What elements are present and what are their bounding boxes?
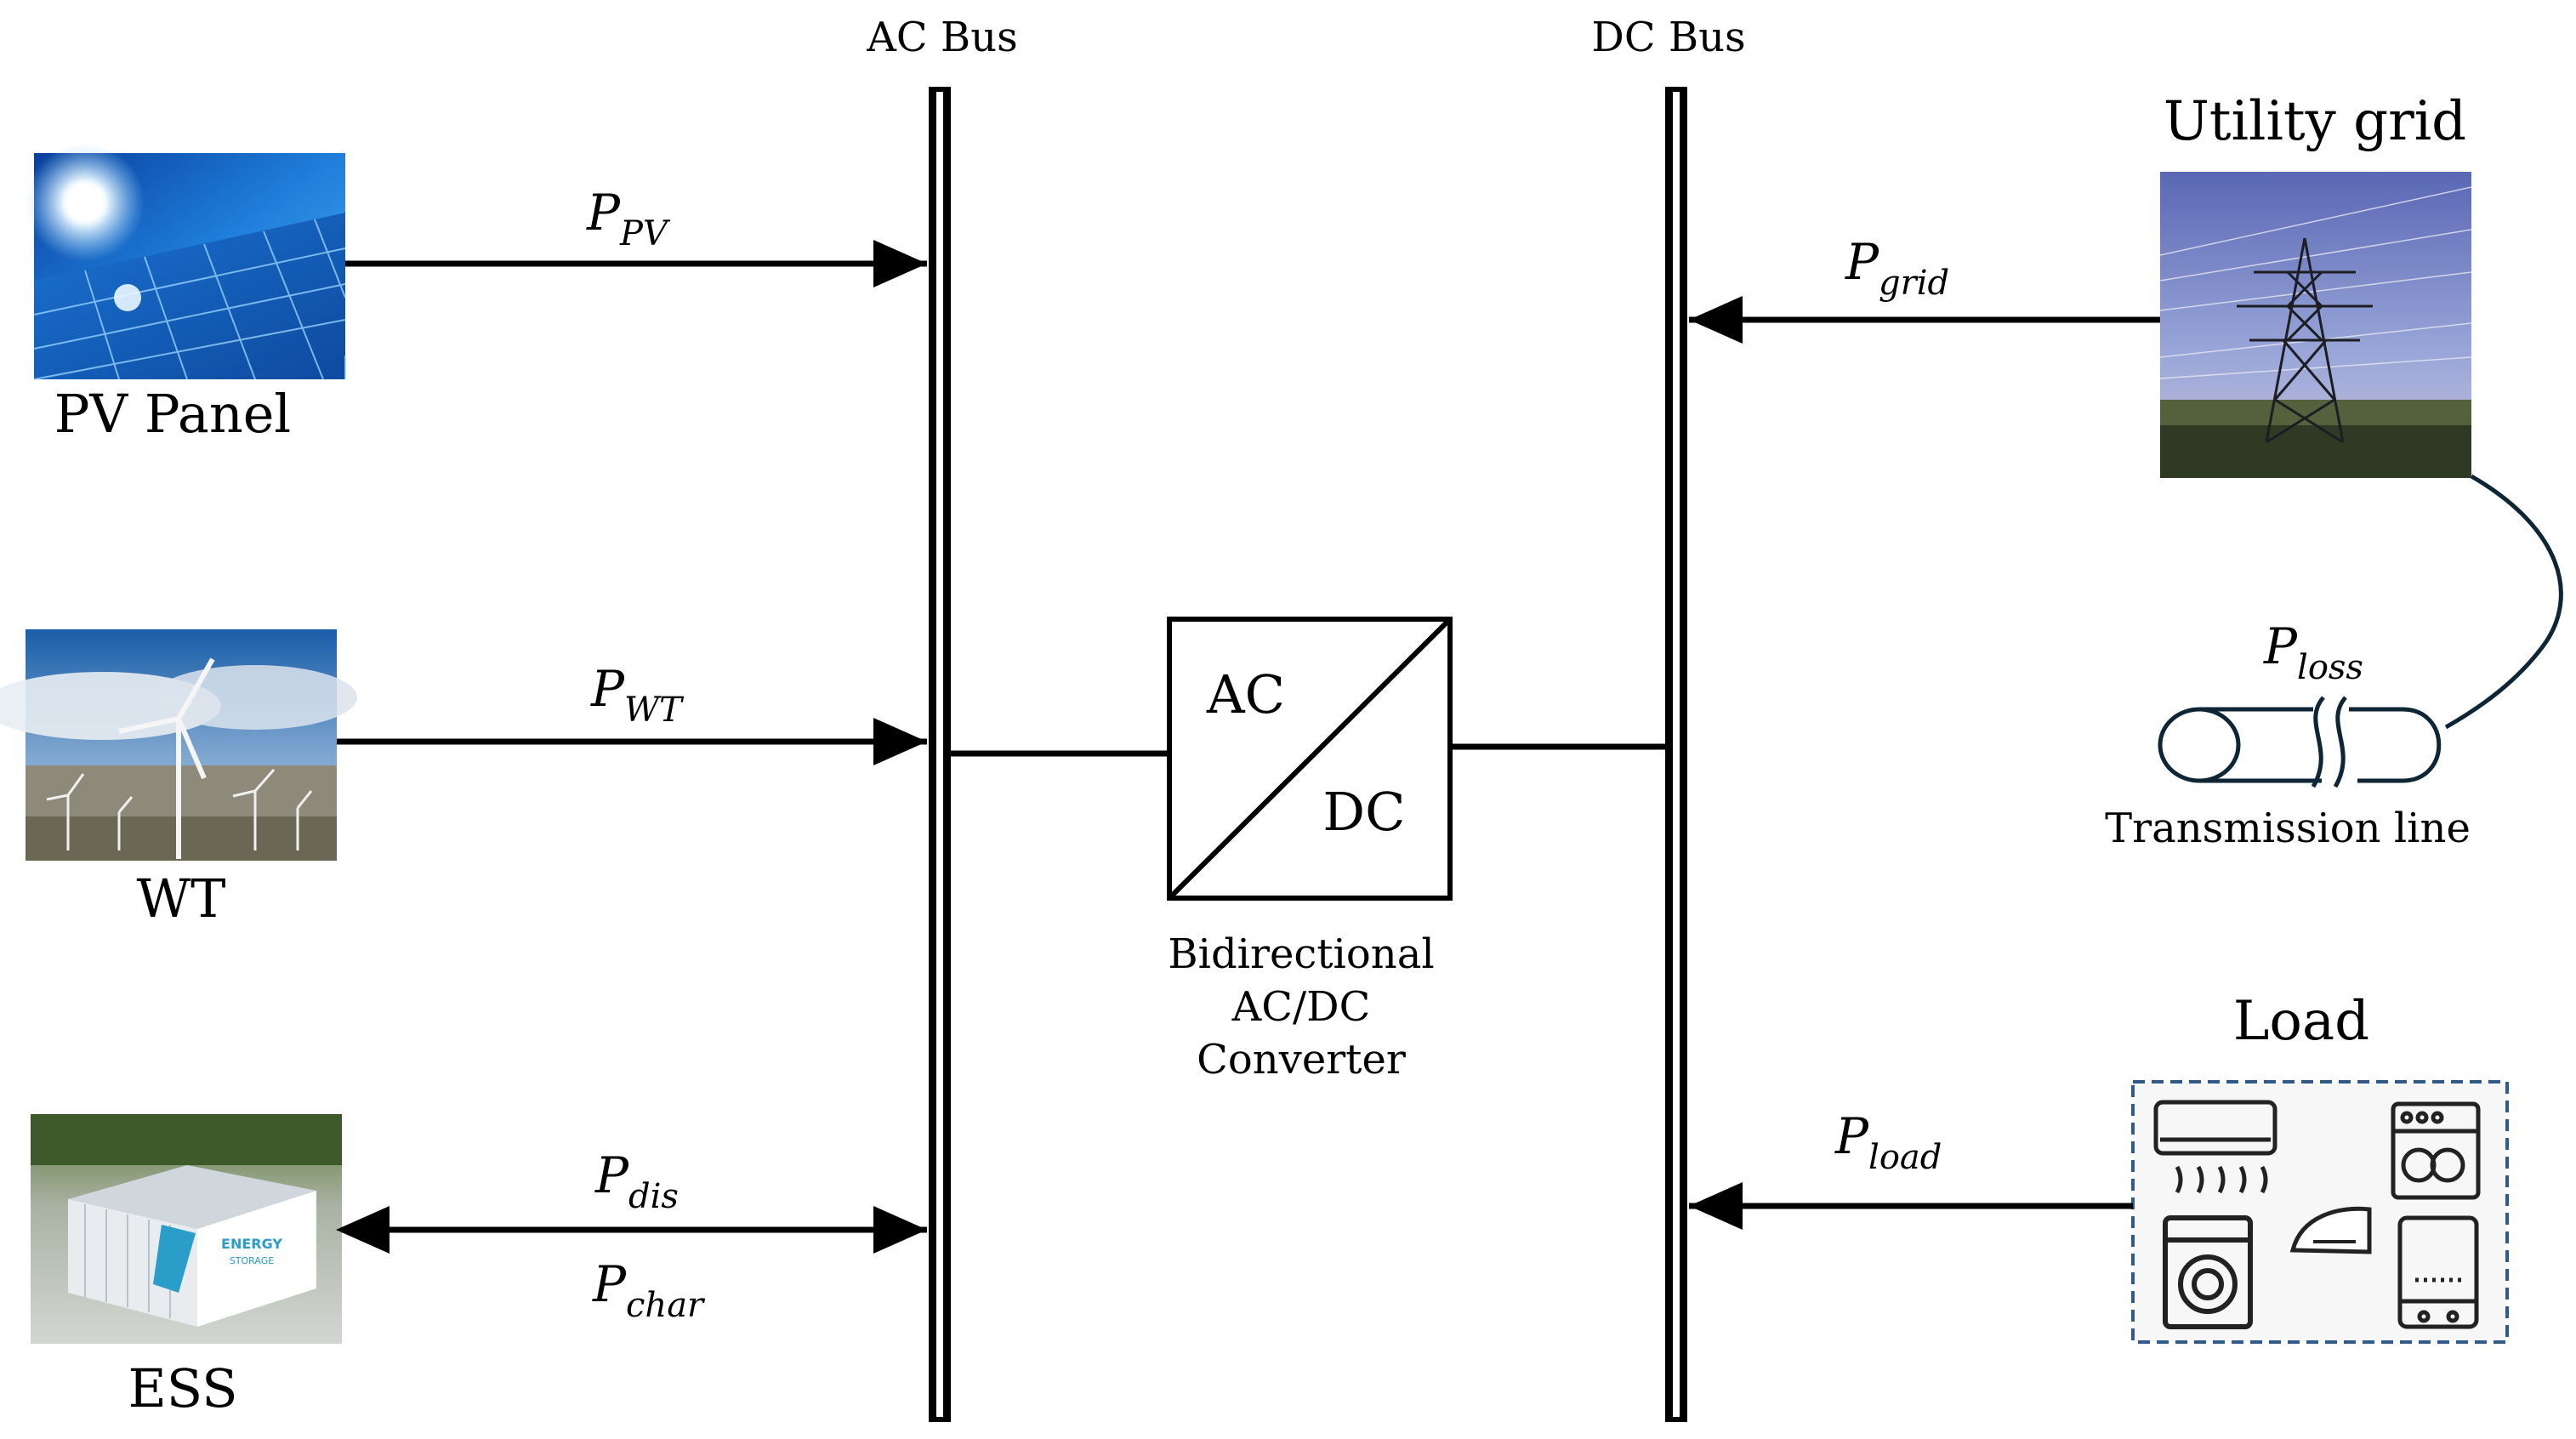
converter-caption-line1: Bidirectional — [1168, 930, 1434, 978]
pv-panel-label: PV Panel — [54, 383, 292, 445]
ess-charge-label: Pchar — [592, 1255, 706, 1325]
ess-discharge-label: Pdis — [594, 1146, 679, 1216]
converter-caption-line3: Converter — [1197, 1036, 1406, 1084]
wt-label: WT — [136, 867, 225, 930]
grid-flow-label: Pgrid — [1845, 233, 1949, 303]
load-label: Load — [2233, 990, 2369, 1053]
water-heater-icon — [2397, 1215, 2479, 1329]
ac-dc-converter-box — [1167, 617, 1453, 901]
converter-caption-line2: AC/DC — [1231, 983, 1371, 1031]
transmission-line-icon — [2158, 696, 2442, 788]
svg-text:STORAGE: STORAGE — [230, 1255, 274, 1266]
dishwasher-icon — [2391, 1101, 2481, 1200]
loss-flow-label: Ploss — [2263, 617, 2363, 687]
utility-grid-image — [2159, 172, 2472, 478]
ess-label: ESS — [128, 1357, 237, 1419]
dc-bus-bar — [1665, 87, 1687, 1422]
dc-bus-label: DC Bus — [1591, 14, 1745, 61]
wt-flow-label: PWT — [590, 660, 685, 730]
utility-grid-label: Utility grid — [2164, 90, 2466, 153]
wind-turbine-image — [0, 629, 357, 861]
ess-image: ENERGY STORAGE — [31, 1114, 342, 1344]
washing-machine-icon — [2163, 1215, 2253, 1329]
converter-ac-label: AC — [1206, 663, 1285, 725]
converter-dc-label: DC — [1322, 781, 1405, 843]
transmission-line-label: Transmission line — [2105, 805, 2471, 852]
load-flow-label: Pload — [1834, 1107, 1942, 1177]
air-conditioner-icon — [2153, 1100, 2277, 1194]
pv-panel-image — [26, 143, 346, 380]
ac-bus-bar — [929, 87, 951, 1422]
ac-bus-label: AC Bus — [866, 14, 1017, 61]
svg-text:ENERGY: ENERGY — [221, 1236, 282, 1252]
grid-to-transmission-curve — [2444, 474, 2563, 730]
iron-icon — [2289, 1206, 2372, 1254]
load-appliances-image — [2131, 1080, 2509, 1344]
pv-flow-label: PPV — [586, 184, 671, 253]
